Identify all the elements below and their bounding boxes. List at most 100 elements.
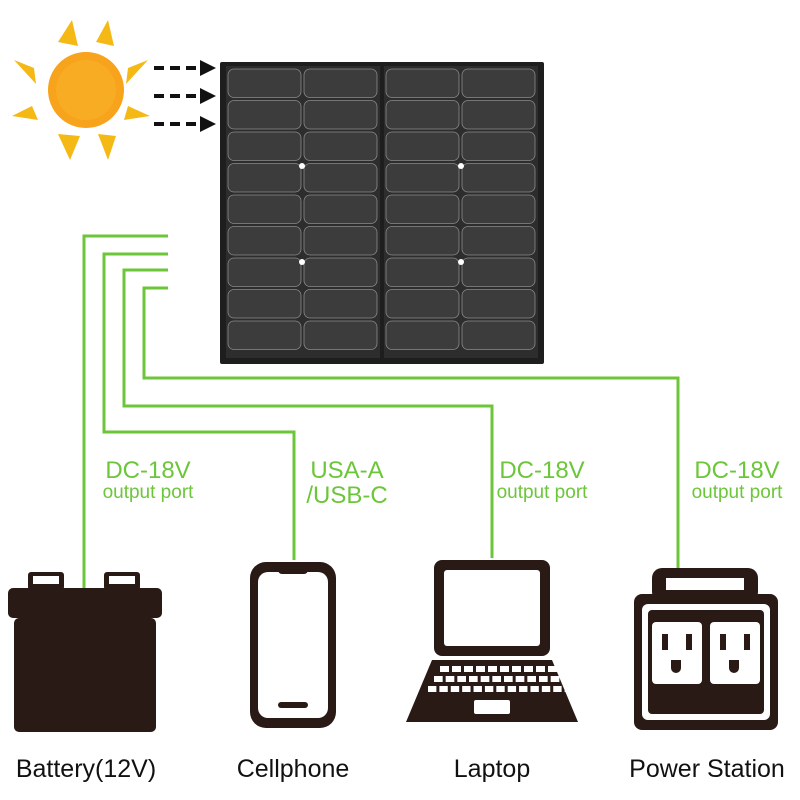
- solar-cell: [227, 100, 302, 130]
- solar-cell: [461, 320, 536, 350]
- device-label-laptop: Laptop: [453, 755, 531, 783]
- solar-cell: [461, 68, 536, 98]
- keyboard-key: [500, 666, 509, 672]
- solar-cell: [227, 163, 302, 193]
- keyboard-key: [519, 686, 528, 692]
- wire-station: [142, 286, 680, 570]
- solar-cell: [385, 131, 460, 161]
- solar-cell: [385, 289, 460, 319]
- keyboard-key: [562, 676, 571, 682]
- solar-cell: [461, 226, 536, 256]
- port-label-station: DC-18V output port: [676, 458, 798, 503]
- keyboard-key: [469, 676, 478, 682]
- solar-cell: [385, 320, 460, 350]
- device-label-station: Power Station: [629, 755, 785, 783]
- keyboard-key: [539, 676, 548, 682]
- keyboard-key: [564, 686, 573, 692]
- solar-cell: [303, 320, 378, 350]
- sunlight-arrows: [154, 60, 216, 132]
- solar-cell: [461, 289, 536, 319]
- solar-cell: [227, 194, 302, 224]
- wire-battery: [82, 234, 168, 592]
- solar-cell: [385, 163, 460, 193]
- device-label-cellphone: Cellphone: [236, 755, 350, 783]
- solar-cell: [385, 226, 460, 256]
- keyboard-key: [496, 686, 505, 692]
- cellphone-icon: [250, 562, 336, 728]
- port-label-line1: DC-18V: [499, 457, 585, 484]
- port-label-battery: DC-18V output port: [88, 458, 208, 503]
- solar-cell: [303, 163, 378, 193]
- keyboard-key: [553, 686, 562, 692]
- solar-cell: [385, 68, 460, 98]
- keyboard-key: [452, 666, 461, 672]
- solar-cell: [227, 68, 302, 98]
- solar-cell: [303, 100, 378, 130]
- keyboard-key: [541, 686, 551, 692]
- solar-cell: [303, 194, 378, 224]
- keyboard-key: [536, 666, 545, 672]
- port-label-line2: output port: [496, 482, 588, 504]
- solar-cell: [303, 68, 378, 98]
- keyboard-key: [434, 676, 443, 682]
- keyboard-key: [450, 686, 460, 692]
- solar-cell: [385, 257, 460, 287]
- solar-cell: [303, 289, 378, 319]
- port-label-line1: USA-A: [310, 457, 384, 484]
- solar-cell: [227, 320, 302, 350]
- solar-cell: [385, 100, 460, 130]
- keyboard-key: [476, 666, 485, 672]
- wire-laptop: [122, 268, 494, 558]
- device-label-battery: Battery(12V): [15, 755, 157, 783]
- port-label-line2: output port: [102, 482, 194, 504]
- keyboard-key: [439, 686, 448, 692]
- keyboard-key: [462, 686, 471, 692]
- wire-cellphone: [102, 252, 296, 560]
- solar-cell: [227, 289, 302, 319]
- solar-cell: [227, 257, 302, 287]
- solar-cell: [461, 257, 536, 287]
- solar-cell: [461, 131, 536, 161]
- port-label-laptop: DC-18V output port: [482, 458, 602, 503]
- keyboard-key: [488, 666, 497, 672]
- keyboard-key: [550, 676, 560, 682]
- keyboard-key: [512, 666, 521, 672]
- keyboard-key: [504, 676, 513, 682]
- solar-cell: [461, 194, 536, 224]
- keyboard-key: [548, 666, 557, 672]
- keyboard-key: [457, 676, 466, 682]
- keyboard-key: [428, 686, 437, 692]
- keyboard-key: [484, 686, 494, 692]
- keyboard-key: [464, 666, 473, 672]
- solar-panel-icon: [220, 62, 544, 364]
- port-label-cellphone: USA-A /USB-C: [292, 457, 402, 510]
- solar-cell: [385, 194, 460, 224]
- power-station-icon: [634, 568, 778, 730]
- keyboard-key: [473, 686, 482, 692]
- solar-cell: [227, 226, 302, 256]
- keyboard-key: [524, 666, 533, 672]
- wires: [82, 234, 680, 592]
- keyboard-key: [515, 676, 525, 682]
- keyboard-key: [492, 676, 501, 682]
- keyboard-key: [440, 666, 449, 672]
- keyboard-key: [480, 676, 490, 682]
- solar-cell: [303, 226, 378, 256]
- solar-cell: [461, 163, 536, 193]
- port-label-line1: DC-18V: [694, 457, 780, 484]
- sun-icon: [12, 20, 150, 160]
- solar-cell: [461, 100, 536, 130]
- keyboard-key: [445, 676, 455, 682]
- solar-cell: [303, 257, 378, 287]
- port-label-line2: output port: [691, 482, 783, 504]
- keyboard-key: [560, 666, 569, 672]
- port-label-line1: DC-18V: [105, 457, 191, 484]
- keyboard-key: [530, 686, 539, 692]
- solar-cell: [227, 131, 302, 161]
- port-label-line2: /USB-C: [306, 482, 388, 510]
- laptop-icon: [406, 560, 578, 722]
- car-battery-icon: [8, 572, 162, 732]
- keyboard-key: [527, 676, 536, 682]
- keyboard-key: [507, 686, 517, 692]
